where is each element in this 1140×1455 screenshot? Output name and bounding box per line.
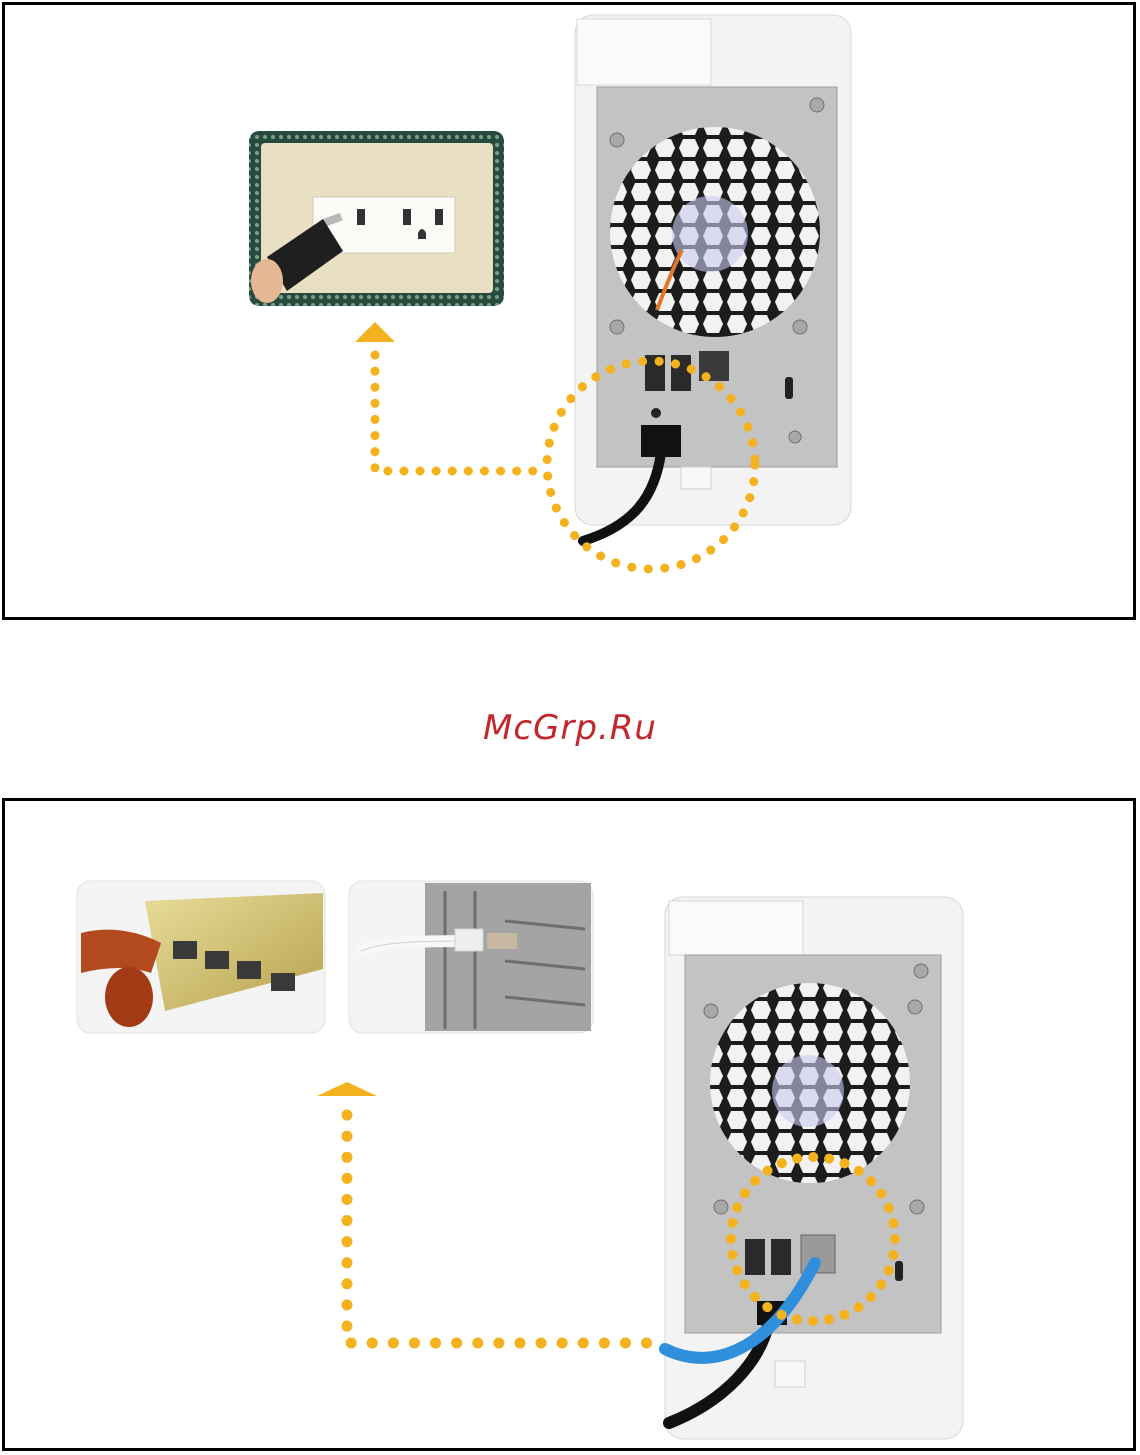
power-connection-illustration: [5, 5, 1136, 620]
dotted-arrow-up-icon: [355, 322, 535, 471]
wall-outlet-photo: [249, 131, 504, 306]
network-connection-panel: [2, 798, 1136, 1451]
watermark-text: McGrp.Ru: [0, 708, 1140, 748]
power-connection-panel: [2, 2, 1136, 620]
dotted-arrow-up-icon: [317, 1082, 665, 1343]
nas-device-rear: [575, 15, 851, 541]
pc-ethernet-port-photo: [349, 881, 593, 1033]
network-connection-illustration: [5, 801, 1136, 1451]
network-switch-photo: [77, 881, 325, 1033]
